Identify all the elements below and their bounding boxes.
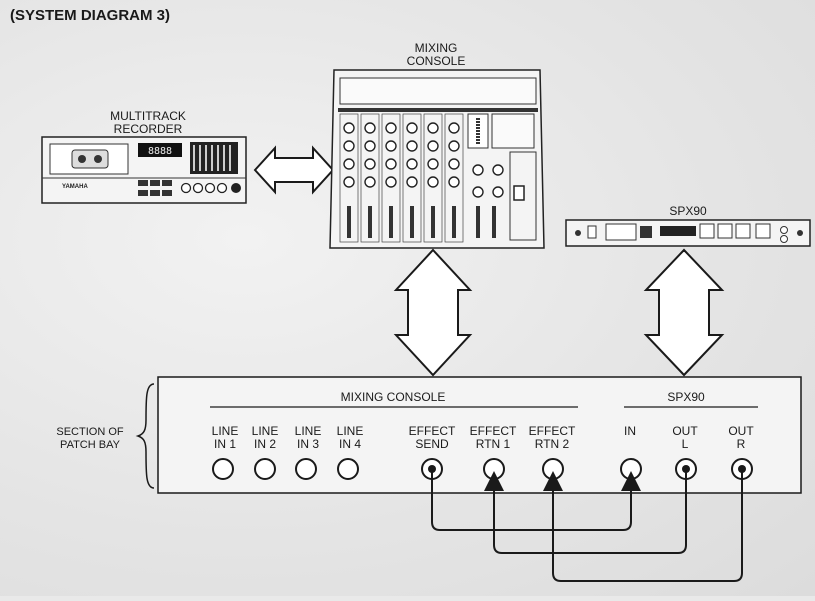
jack-spx-in-label: IN	[624, 424, 636, 438]
jack-line-in-4-label-bottom: IN 4	[339, 437, 361, 451]
spx90-patchbay-double-arrow	[643, 248, 725, 377]
console-label-line1: MIXING	[415, 41, 458, 55]
jack-spx-in[interactable]	[620, 458, 642, 480]
console-channel-4	[402, 113, 422, 243]
recorder-display: 8888	[148, 146, 172, 157]
patch-bay-side-label-2: PATCH BAY	[60, 439, 121, 451]
jack-effect-rtn-2-label-bottom: RTN 2	[535, 437, 570, 451]
spx90-device-label: SPX90	[669, 204, 707, 218]
jack-effect-rtn-2[interactable]	[542, 458, 564, 480]
jack-line-in-4-label-top: LINE	[337, 424, 364, 438]
recorder-vu-grille	[190, 142, 238, 174]
console-master-section	[467, 113, 537, 241]
jack-effect-rtn-1[interactable]	[483, 458, 505, 480]
jack-spx-out-r-label-bottom: R	[737, 437, 746, 451]
console-channel-2	[360, 113, 380, 243]
jack-line-in-2-label-bottom: IN 2	[254, 437, 276, 451]
jack-line-in-3-label-bottom: IN 3	[297, 437, 319, 451]
console-channel-5	[423, 113, 443, 243]
jack-effect-send-label-bottom: SEND	[415, 437, 449, 451]
jack-line-in-1-label-bottom: IN 1	[214, 437, 236, 451]
console-patchbay-double-arrow	[393, 248, 473, 377]
cable-spx-out-l-to-effect-rtn-1	[484, 469, 687, 554]
jack-effect-rtn-2-label-top: EFFECT	[529, 424, 576, 438]
jack-line-in-1[interactable]	[212, 458, 234, 480]
patch-bay-side-label-1: SECTION OF	[56, 426, 124, 438]
jack-spx-out-l-label-bottom: L	[682, 437, 689, 451]
jack-spx-out-l-label-top: OUT	[672, 424, 698, 438]
recorder-brand: YAMAHA	[62, 184, 88, 190]
jack-line-in-3-label-top: LINE	[295, 424, 322, 438]
recorder-console-double-arrow	[253, 145, 335, 195]
console-label-line2: CONSOLE	[407, 54, 466, 68]
cable-effect-send-to-spx-in	[431, 469, 641, 531]
recorder-transport-buttons	[138, 180, 172, 196]
console-channel-1	[339, 113, 359, 243]
jack-spx-out-r-label-top: OUT	[728, 424, 754, 438]
spx90-device: SPX90	[565, 204, 811, 247]
console-channel-6	[444, 113, 464, 243]
jack-line-in-2-label-top: LINE	[252, 424, 279, 438]
patch-cables	[431, 469, 743, 582]
recorder-label-line2: RECORDER	[114, 122, 183, 136]
cable-spx-out-r-to-effect-rtn-2	[543, 469, 743, 582]
multitrack-recorder: MULTITRACK RECORDER 8888 YAMAHA	[41, 109, 247, 204]
jack-line-in-4[interactable]	[337, 458, 359, 480]
mixing-console-device: MIXING CONSOLE	[329, 41, 545, 249]
patch-group-mixing-console: MIXING CONSOLE	[341, 390, 446, 404]
patch-bay-section: SECTION OF PATCH BAY MIXING CONSOLE SPX9…	[56, 376, 802, 494]
jack-line-in-1-label-top: LINE	[212, 424, 239, 438]
jack-effect-rtn-1-label-bottom: RTN 1	[476, 437, 511, 451]
recorder-label-line1: MULTITRACK	[110, 109, 186, 123]
console-channel-3	[381, 113, 401, 243]
patch-group-spx90: SPX90	[667, 390, 705, 404]
jack-line-in-3[interactable]	[295, 458, 317, 480]
jack-effect-rtn-1-label-top: EFFECT	[470, 424, 517, 438]
diagram-title: (SYSTEM DIAGRAM 3)	[10, 7, 170, 24]
jack-effect-send-label-top: EFFECT	[409, 424, 456, 438]
patch-bay-bracket	[135, 383, 155, 489]
jack-line-in-2[interactable]	[254, 458, 276, 480]
cassette-window	[71, 149, 109, 169]
recorder-knobs	[180, 182, 241, 194]
